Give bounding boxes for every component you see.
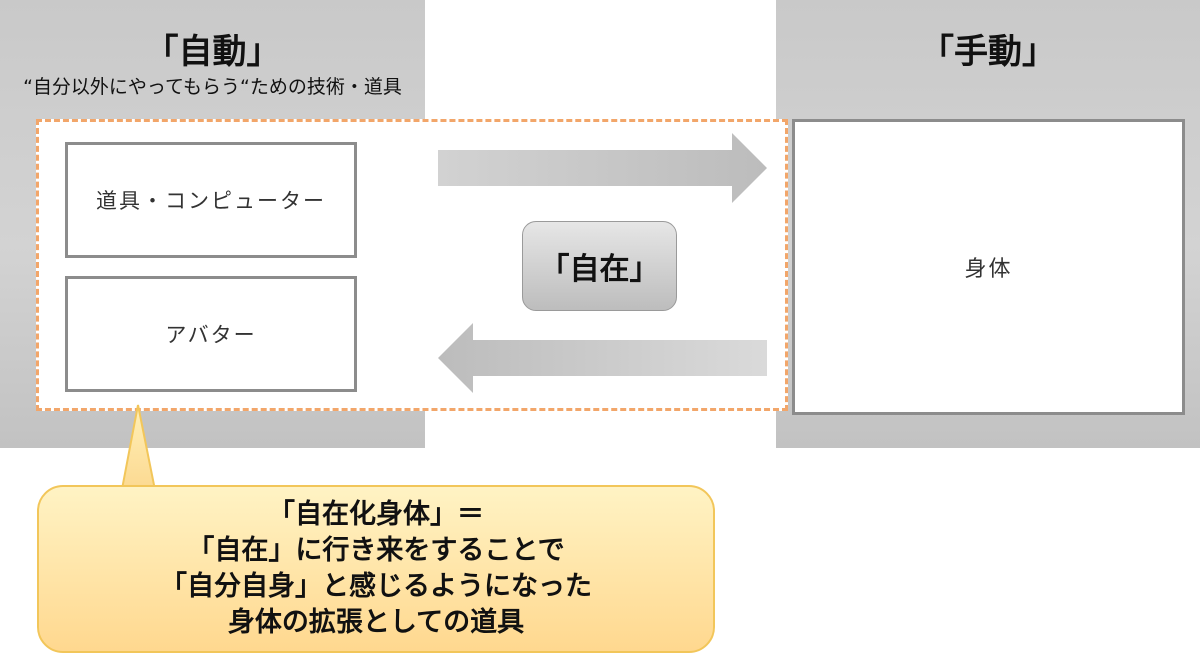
callout-line-4: 身体の拡張としての道具: [227, 607, 525, 638]
auto-panel-subtitle: “自分以外にやってもらう“ための技術・道具: [23, 76, 402, 98]
direction-arrows: [438, 133, 767, 393]
callout-line-3: 「自分自身」と感じるようになった: [160, 571, 592, 602]
manual-panel-title: 「手動」: [920, 32, 1056, 72]
callout-line-1: 「自在化身体」＝: [268, 499, 484, 530]
left-arrow-icon: [438, 323, 767, 393]
jizai-badge: 「自在」: [522, 221, 677, 311]
auto-panel-title: 「自動」: [144, 32, 281, 72]
body-box: 身体: [792, 119, 1185, 415]
callout-box: 「自在化身体」＝ 「自在」に行き来をすることで 「自分自身」と感じるようになった…: [37, 485, 715, 653]
callout-line-2: 「自在」に行き来をすることで: [187, 535, 565, 566]
tools-computer-box: 道具・コンピューター: [65, 142, 357, 258]
body-label: 身体: [964, 257, 1013, 282]
tools-computer-label: 道具・コンピューター: [96, 189, 326, 213]
avatar-label: アバター: [165, 323, 257, 347]
right-arrow-icon: [438, 133, 767, 203]
avatar-box: アバター: [65, 276, 357, 392]
jizai-label: 「自在」: [539, 252, 660, 287]
